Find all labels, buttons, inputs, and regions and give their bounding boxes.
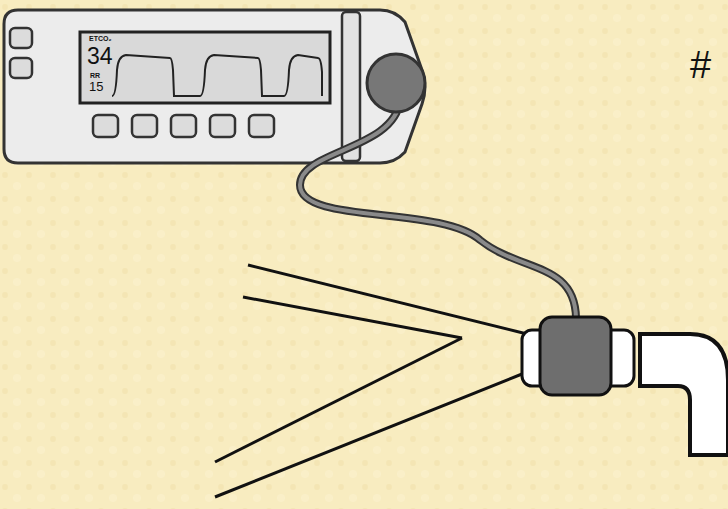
elbow-connector xyxy=(640,334,728,455)
display-screen xyxy=(80,32,330,103)
side-button xyxy=(10,28,32,48)
sensor-cable xyxy=(300,100,576,318)
side-button xyxy=(10,58,32,78)
airway-tube xyxy=(215,265,527,497)
capnogram-waveform xyxy=(112,55,322,96)
rr-value: 15 xyxy=(89,80,103,93)
front-buttons xyxy=(93,115,274,137)
slide-number: # xyxy=(690,46,711,84)
sensor-cable xyxy=(300,100,576,318)
monitor-strip xyxy=(342,12,360,161)
screen-label: RR xyxy=(90,72,100,79)
screen-label: ETCO₂ xyxy=(89,35,112,42)
cable-port xyxy=(367,54,425,112)
co2-sensor xyxy=(540,317,611,395)
etco2-value: 34 xyxy=(87,45,113,68)
